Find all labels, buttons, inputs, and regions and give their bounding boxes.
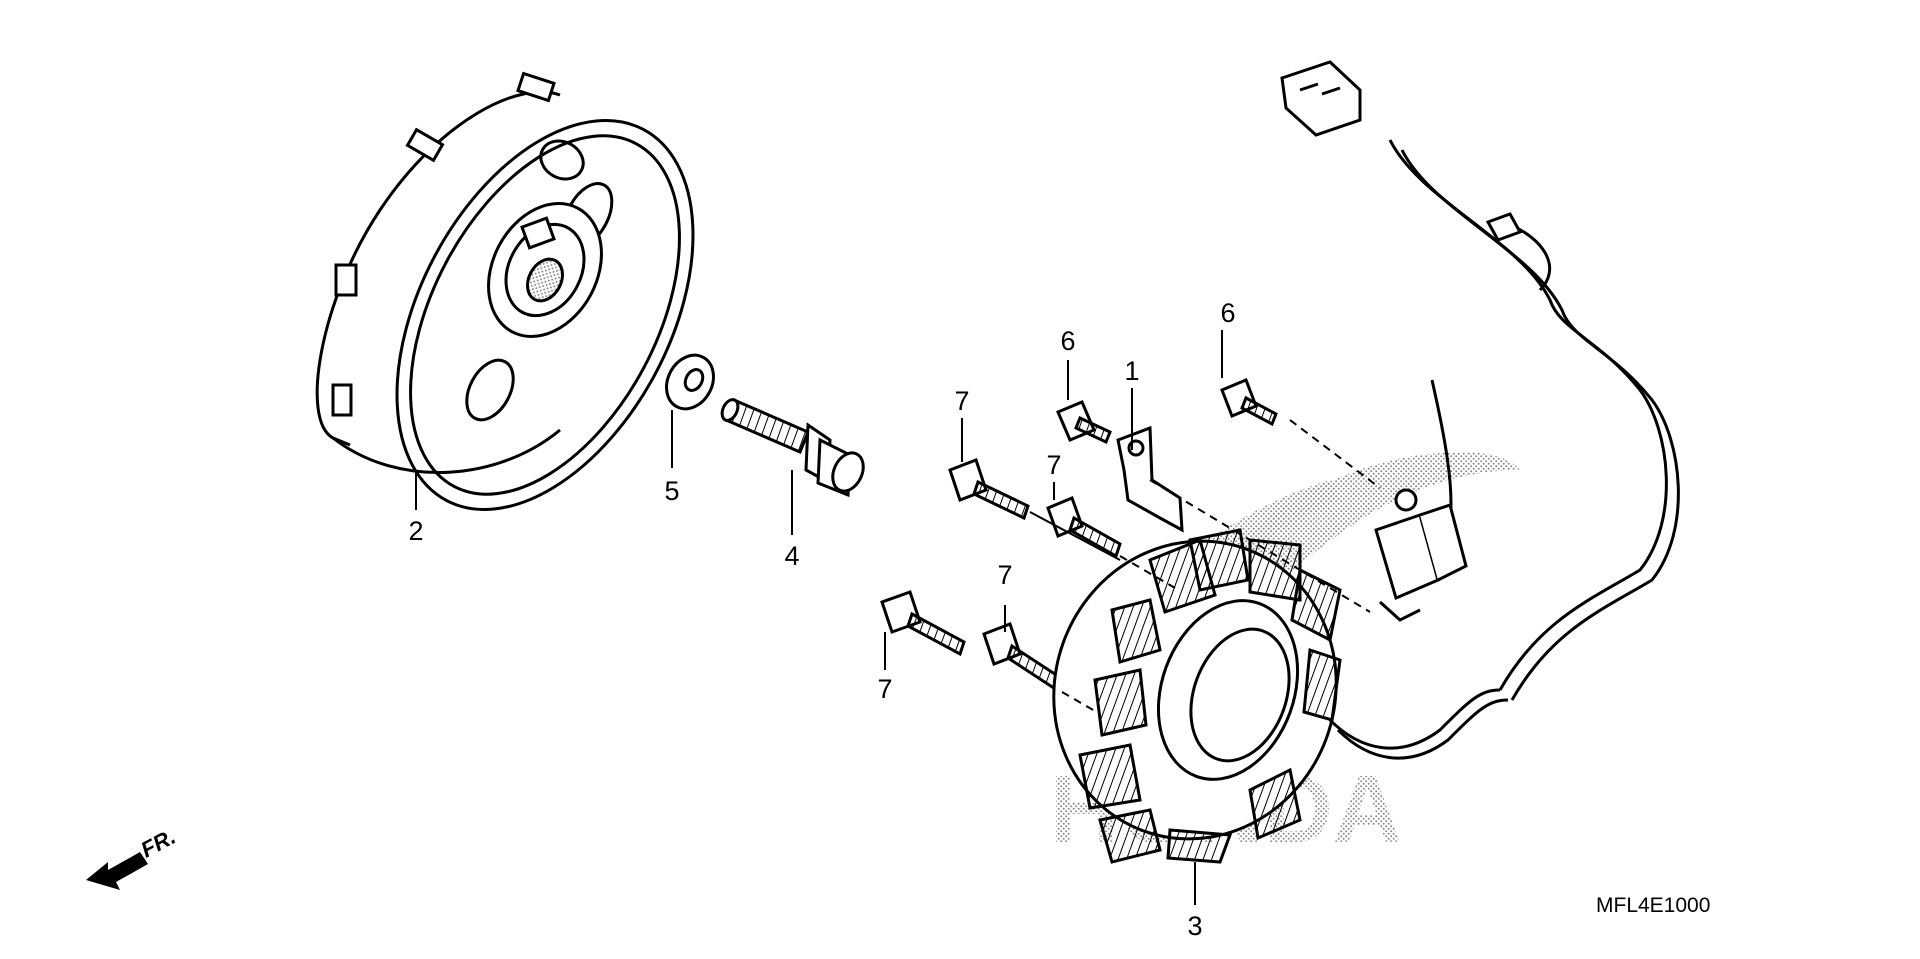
callout-6-left: 6 <box>1060 326 1075 356</box>
callout-4: 4 <box>784 541 799 571</box>
callout-7-lower-mid: 7 <box>997 560 1012 590</box>
callout-2: 2 <box>408 516 423 546</box>
callout-6-right: 6 <box>1220 298 1235 328</box>
bolt-7-d <box>982 622 1066 695</box>
flywheel-rotor <box>315 71 695 511</box>
bolt-7-c <box>880 590 966 657</box>
bolt-6-upper-right <box>1220 378 1278 427</box>
stator-coil <box>1052 528 1342 864</box>
diagram-code: MFL4E1000 <box>1596 894 1710 917</box>
small-connector <box>1485 212 1523 242</box>
main-connector <box>1280 60 1362 137</box>
leader-lines <box>415 330 1381 905</box>
callout-5: 5 <box>664 476 679 506</box>
wire-harness <box>1328 139 1680 760</box>
front-direction-arrow: FR. <box>86 824 180 890</box>
callout-3: 3 <box>1187 911 1202 941</box>
washer <box>665 353 715 411</box>
callout-7-lower-left: 7 <box>877 674 892 704</box>
callout-1: 1 <box>1124 356 1139 386</box>
callout-7-upper-mid: 7 <box>1046 450 1061 480</box>
callout-7-upper-left: 7 <box>954 386 969 416</box>
bolt-6-upper-left <box>1056 400 1112 445</box>
bolt-7-a <box>948 458 1030 521</box>
wire-clamp-bracket <box>1116 425 1184 533</box>
flange-bolt <box>720 398 865 498</box>
pulse-generator <box>1374 488 1468 622</box>
